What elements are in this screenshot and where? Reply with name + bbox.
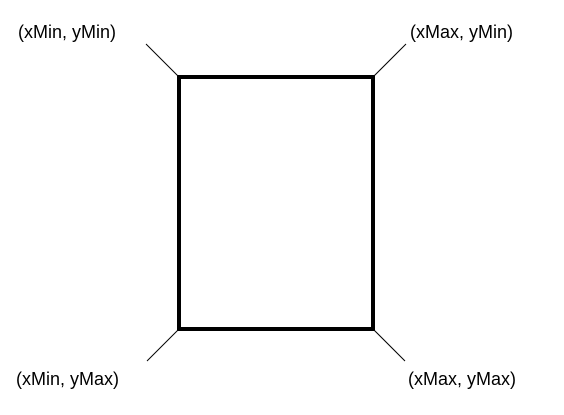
corner-label-top-left: (xMin, yMin) (18, 22, 116, 42)
corner-label-top-right: (xMax, yMin) (410, 22, 513, 42)
bounding-rectangle (177, 75, 375, 331)
leader-line-bottom-left (146, 328, 180, 362)
leader-line-top-left (145, 43, 180, 78)
corner-label-bottom-left: (xMin, yMax) (16, 369, 119, 389)
corner-label-bottom-right: (xMax, yMax) (408, 369, 516, 389)
leader-line-bottom-right (372, 328, 406, 362)
leader-line-top-right (372, 43, 407, 78)
